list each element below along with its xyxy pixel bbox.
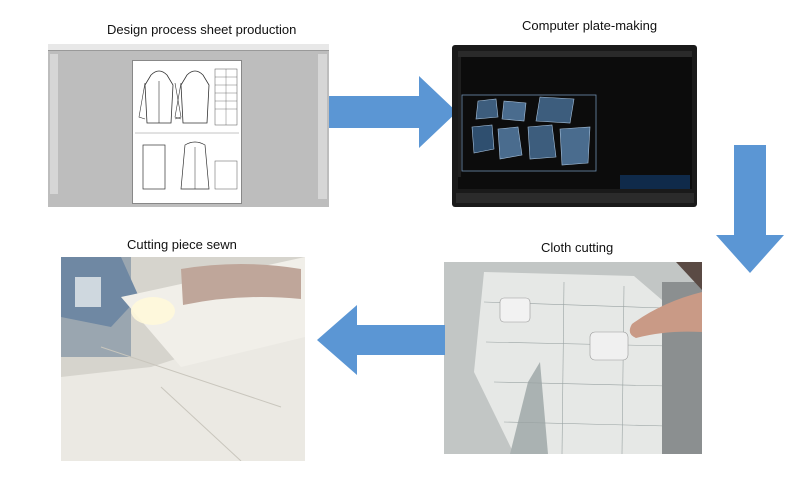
step-label-design: Design process sheet production [107, 22, 296, 37]
design-sheet-image [48, 44, 329, 207]
arrow-right-icon [329, 76, 459, 148]
arrow-down-icon [716, 145, 784, 275]
plate-making-image [452, 45, 697, 207]
step-label-plate-making: Computer plate-making [522, 18, 657, 33]
sewing-image [61, 257, 305, 461]
step-label-cloth-cutting: Cloth cutting [541, 240, 613, 255]
arrow-left-icon [315, 305, 445, 375]
cloth-cutting-image [444, 262, 702, 454]
step-label-cutting-piece-sewn: Cutting piece sewn [127, 237, 237, 252]
